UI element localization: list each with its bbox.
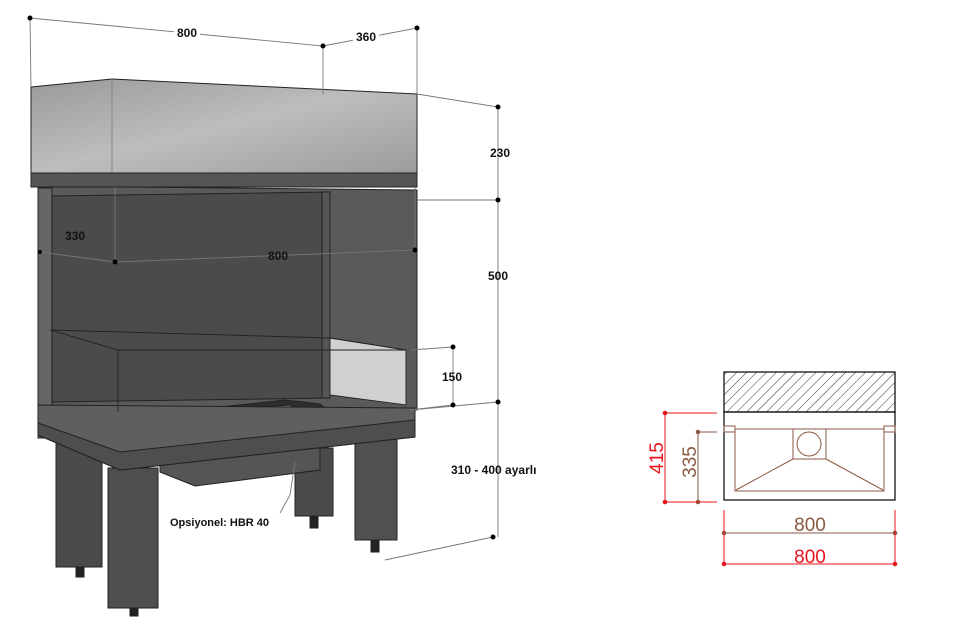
dim-top-depth: 360 — [356, 30, 376, 44]
dim-top-width: 800 — [177, 26, 197, 40]
dim-leg-height: 310 - 400 ayarlı — [451, 463, 536, 477]
dimension-labels: 800 360 230 330 800 500 150 310 - 400 ay… — [65, 26, 536, 529]
callout-hbr40: Opsiyonel: HBR 40 — [170, 517, 269, 529]
dim-inner-width: 800 — [268, 249, 288, 263]
dim-opening-height: 500 — [488, 269, 508, 283]
dim-glass-height: 150 — [442, 370, 462, 384]
dim-inner-depth: 330 — [65, 229, 85, 243]
dim-hood-height: 230 — [490, 146, 510, 160]
fireplace-body — [37, 185, 418, 471]
glass-panels — [49, 329, 407, 412]
dimension-lines — [27, 15, 501, 561]
plan-dim-inner-width: 800 — [794, 515, 826, 536]
plan-view: 415 335 800 800 — [647, 371, 898, 568]
plan-dim-inner-depth: 335 — [680, 446, 701, 478]
fireplace-hood — [30, 78, 418, 188]
plan-dim-outer-depth: 415 — [647, 442, 668, 474]
plan-dim-outer-width: 800 — [794, 547, 826, 568]
